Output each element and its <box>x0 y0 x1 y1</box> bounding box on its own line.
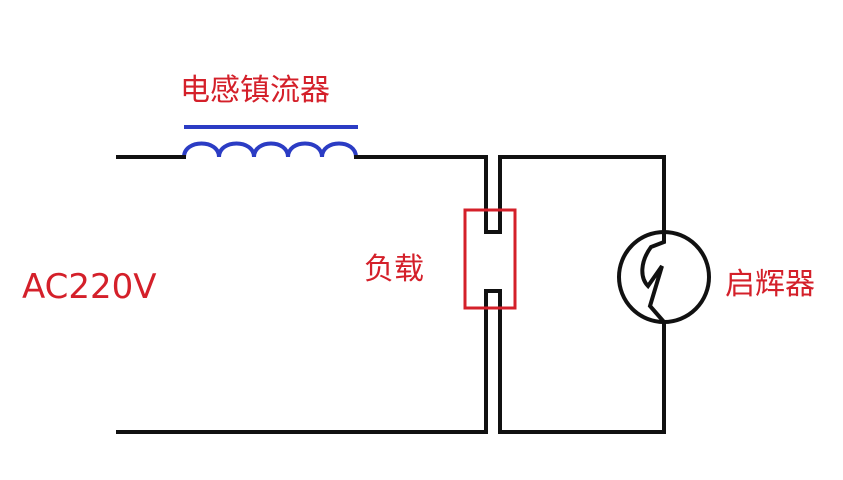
ballast-label: 电感镇流器 <box>180 73 330 108</box>
wire-coil-to-load <box>354 155 488 234</box>
starter-label: 启辉器 <box>725 267 815 302</box>
starter-circle <box>617 230 711 324</box>
starter-symbol <box>617 230 711 324</box>
wire-bottom-input <box>116 289 488 434</box>
wire-starter-to-bottom <box>498 289 666 434</box>
load-box <box>463 208 517 310</box>
wires <box>116 155 666 434</box>
wire-load-to-starter-top <box>498 155 666 234</box>
starter-bimetal-strip <box>640 232 666 324</box>
power-source-label: AC220V <box>22 267 157 307</box>
load-label: 负载 <box>364 252 424 287</box>
ballast-coil <box>182 141 358 159</box>
